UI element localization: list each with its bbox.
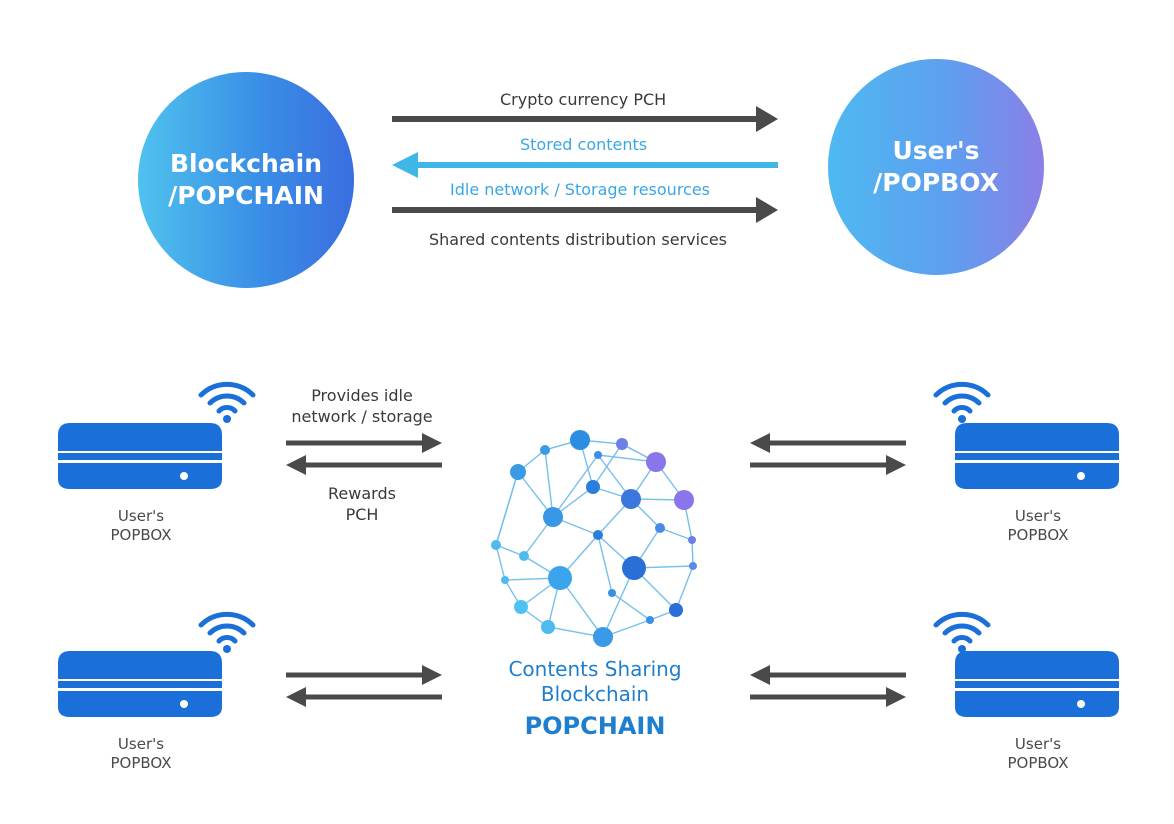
arrow-left-icon xyxy=(392,152,778,178)
wifi-icon xyxy=(201,384,253,423)
node-title-line2: /POPCHAIN xyxy=(168,181,324,210)
popbox-label-line2: POPBOX xyxy=(110,753,172,772)
provides-label: Provides idle network / storage xyxy=(284,386,440,428)
rewards-label: Rewards PCH xyxy=(300,484,424,526)
flow-label-stored: Stored contents xyxy=(520,135,648,154)
arrow-left-icon xyxy=(750,433,906,453)
rewards-label-line1: Rewards xyxy=(328,484,396,503)
arrow-right-icon xyxy=(392,106,778,132)
arrow-left-icon xyxy=(750,665,906,685)
provides-label-line1: Provides idle xyxy=(311,386,413,405)
popbox-label-line1: User's xyxy=(1014,735,1062,753)
popbox-label-bottom-right: User's POPBOX xyxy=(983,735,1093,773)
rewards-label-line2: PCH xyxy=(345,504,379,524)
popbox-label-line2: POPBOX xyxy=(1007,525,1069,544)
node-title-line2: /POPBOX xyxy=(873,168,999,197)
popbox-label-line1: User's xyxy=(117,735,165,753)
arrow-right-icon xyxy=(750,455,906,475)
arrow-left-icon xyxy=(286,455,442,475)
center-title: Contents Sharing Blockchain POPCHAIN xyxy=(470,657,720,741)
flow-label-shared: Shared contents distribution services xyxy=(429,230,728,249)
users-popbox-node: User's /POPBOX xyxy=(828,59,1044,275)
network-globe-icon xyxy=(491,430,697,647)
popbox-label-line2: POPBOX xyxy=(110,525,172,544)
center-title-line3: POPCHAIN xyxy=(524,712,666,740)
router-icon xyxy=(58,651,222,717)
node-title-line1: Blockchain xyxy=(169,148,323,178)
router-icon xyxy=(955,423,1119,489)
flow-label-crypto: Crypto currency PCH xyxy=(500,90,667,109)
arrow-right-icon xyxy=(286,665,442,685)
popbox-label-bottom-left: User's POPBOX xyxy=(86,735,196,773)
provides-label-line2: network / storage xyxy=(291,406,433,426)
center-title-line1: Contents Sharing xyxy=(508,657,682,681)
node-title-line1: User's xyxy=(892,135,980,165)
arrow-right-icon xyxy=(286,433,442,453)
wifi-icon xyxy=(201,614,253,653)
popbox-label-line2: POPBOX xyxy=(1007,753,1069,772)
popbox-label-line1: User's xyxy=(117,507,165,525)
popbox-label-line1: User's xyxy=(1014,507,1062,525)
wifi-icon xyxy=(936,614,988,653)
router-icon xyxy=(58,423,222,489)
arrow-left-icon xyxy=(286,687,442,707)
popbox-label-top-right: User's POPBOX xyxy=(983,507,1093,545)
flow-label-idle: Idle network / Storage resources xyxy=(450,180,711,199)
wifi-icon xyxy=(936,384,988,423)
router-icon xyxy=(955,651,1119,717)
arrow-right-icon xyxy=(392,197,778,223)
popbox-label-top-left: User's POPBOX xyxy=(86,507,196,545)
center-title-line2: Blockchain xyxy=(540,682,650,706)
arrow-right-icon xyxy=(750,687,906,707)
blockchain-popchain-node: Blockchain /POPCHAIN xyxy=(138,72,354,288)
